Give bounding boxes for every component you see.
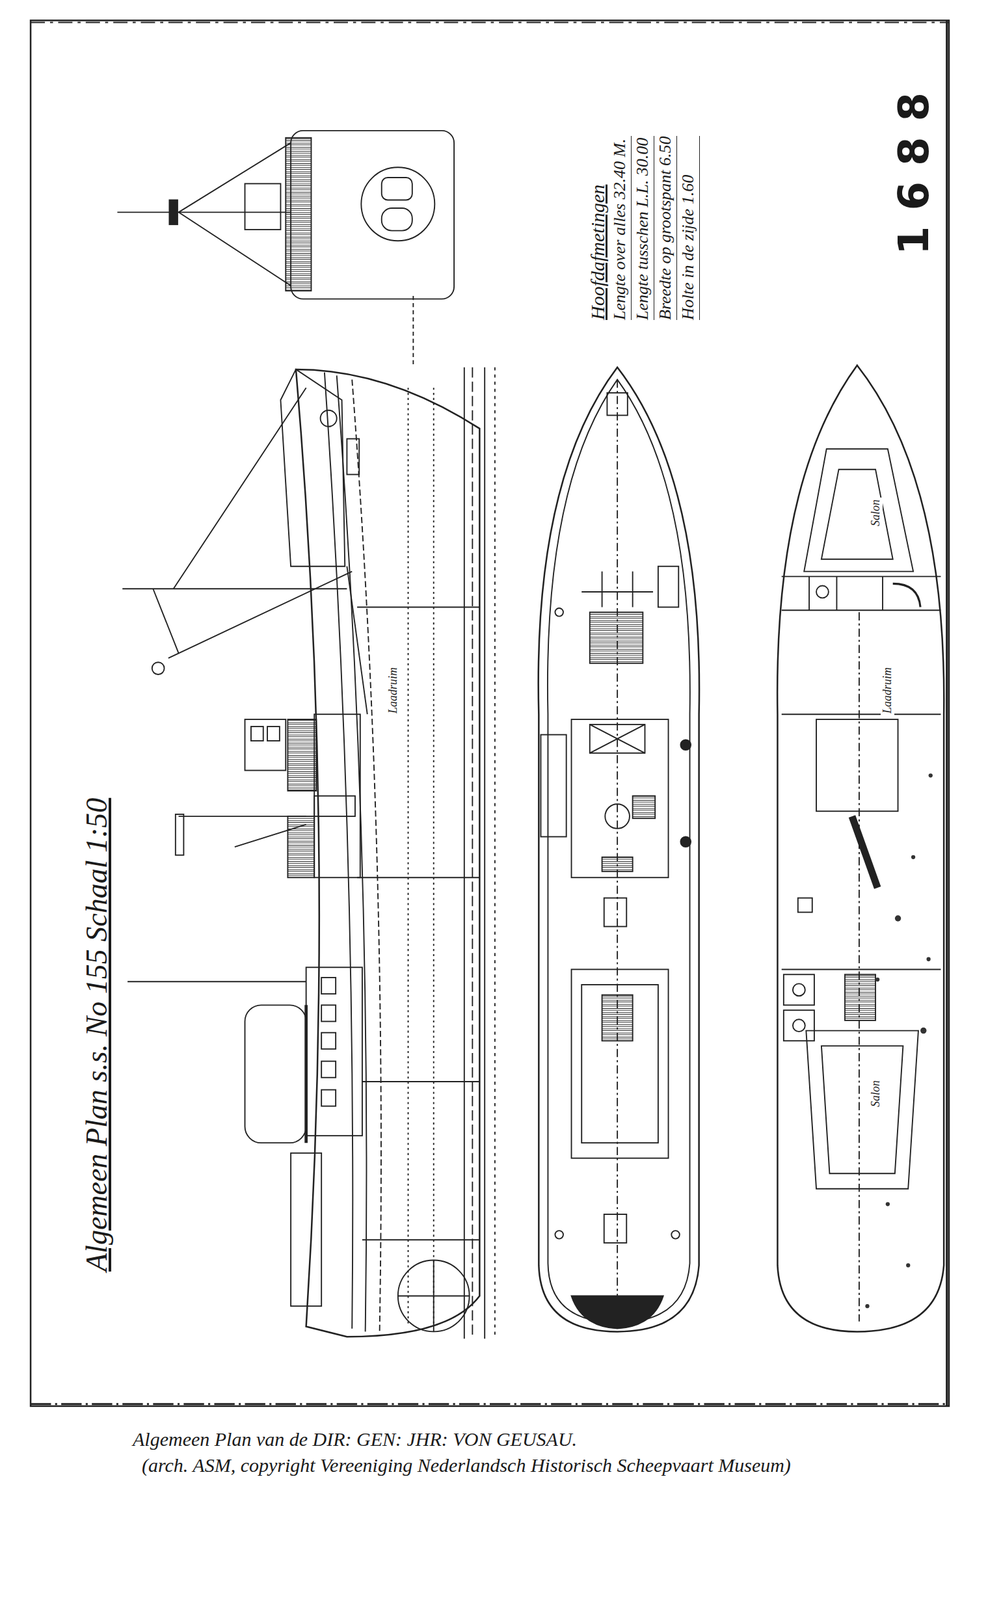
room-label: Laadruim — [880, 665, 895, 716]
drawing-title: Algemeen Plan s.s. No 155 Schaal 1:50 — [79, 798, 114, 1272]
drawing-number: 1688 — [889, 76, 938, 255]
source-note: (arch. ASM, copyright Vereeniging Nederl… — [141, 1454, 791, 1477]
dimension-line: Breedte op grootspant 6.50 — [654, 135, 678, 321]
dimension-heading: Hoofdafmetingen — [586, 135, 609, 321]
dimension-line: Lengte over alles 32.40 M. — [608, 135, 632, 321]
room-label: Salon — [868, 1078, 883, 1109]
room-label: Salon — [868, 497, 883, 529]
dimension-line: Lengte tusschen L.L. 30.00 — [631, 135, 655, 321]
figure-caption: Algemeen Plan van de DIR: GEN: JHR: VON … — [132, 1428, 577, 1451]
dimension-line: Holte in de zijde 1.60 — [677, 135, 700, 321]
room-label: Laadruim — [386, 665, 401, 716]
dimension-block: HoofdafmetingenLengte over alles 32.40 M… — [586, 135, 700, 321]
